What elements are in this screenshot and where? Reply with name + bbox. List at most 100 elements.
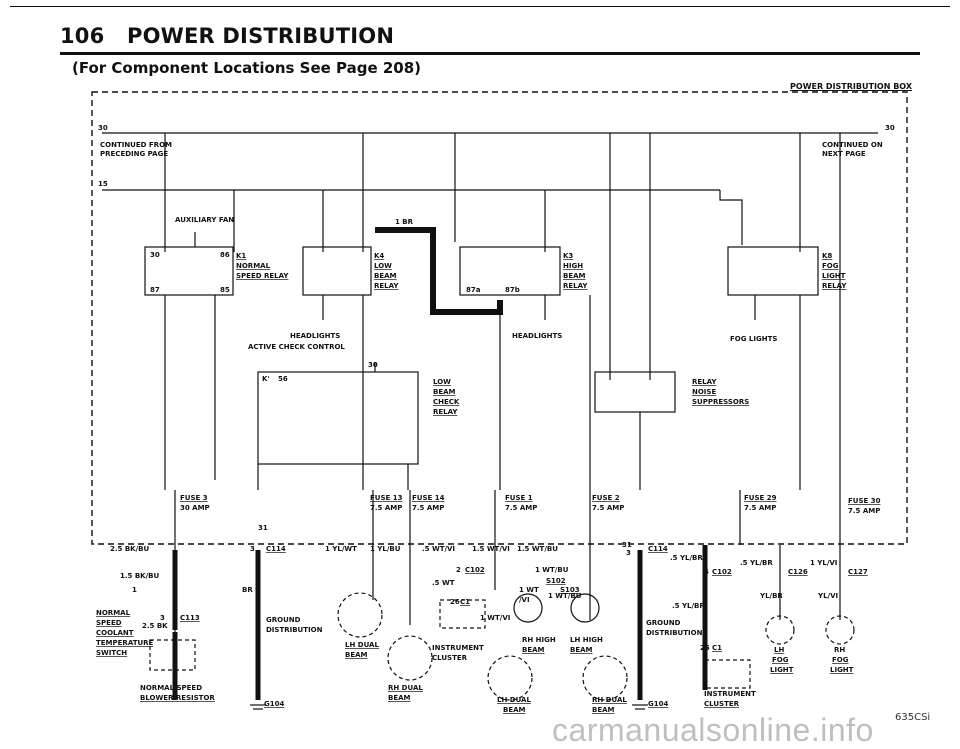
fuse-30-name: FUSE 30 (848, 497, 881, 505)
wc-wt-5: .5 WT (432, 579, 455, 587)
k3-2: HIGH (563, 262, 583, 270)
label-1br: 1 BR (395, 218, 414, 226)
wc-wt-vi-1: 1 WT/VI (480, 614, 510, 622)
wire-1br (375, 227, 503, 315)
wc-yl-vi-1: 1 YL/VI (810, 559, 837, 567)
wc-yl-bu: 1 YL/BU (370, 545, 401, 553)
k3-4: RELAY (563, 282, 588, 290)
k1-1: K1 (236, 252, 246, 260)
header-rule-thin (10, 6, 950, 7)
ground-dist-b2: DISTRIBUTION (646, 629, 703, 637)
conn-c127: C127 (848, 568, 868, 576)
rh-fog-1: RH (834, 646, 845, 654)
wc-vi-1: /VI (519, 596, 530, 604)
wc-yl-br-5b: .5 YL/BR (740, 559, 773, 567)
instrument-cluster-box-2 (439, 599, 486, 629)
fuse-1-amp: 7.5 AMP (505, 504, 537, 512)
continued-on-2: NEXT PAGE (822, 150, 866, 158)
wc-bk-bu-15: 1.5 BK/BU (120, 572, 159, 580)
fuse-2-name: FUSE 2 (592, 494, 620, 502)
label-w30-left: 30 (98, 124, 108, 132)
page-title: 106 POWER DISTRIBUTION (60, 24, 394, 48)
relay-k4 (302, 246, 372, 296)
k3-3: BEAM (563, 272, 586, 280)
lh-high-1: LH HIGH (570, 636, 603, 644)
sup-1: RELAY (692, 378, 717, 386)
pin-25: 25 (700, 644, 710, 652)
fuse-30-amp: 7.5 AMP (848, 507, 880, 515)
lh-dual-1: LH DUAL (345, 641, 379, 649)
lh-high-2: BEAM (570, 646, 593, 654)
power-distribution-box-label: POWER DISTRIBUTION BOX (790, 82, 912, 91)
conn-c102-a: C102 (465, 566, 485, 574)
relay-k3 (459, 246, 561, 296)
fuse-3-name: FUSE 3 (180, 494, 208, 502)
conn-s102: S102 (546, 577, 566, 585)
ground-dist-a1: GROUND (266, 616, 301, 624)
instrument-b2: CLUSTER (704, 700, 740, 708)
relay-low-beam-check (257, 371, 419, 465)
wc-yl-wt: 1 YL/WT (325, 545, 357, 553)
fuse-13-name: FUSE 13 (370, 494, 403, 502)
conn-c114-b: C114 (648, 545, 668, 553)
rh-high-1: RH HIGH (522, 636, 556, 644)
label-headlights-1: HEADLIGHTS (290, 332, 340, 340)
wc-wt-bu-15: 1.5 WT/BU (517, 545, 558, 553)
fuse-14-amp: 7.5 AMP (412, 504, 444, 512)
wc-br: BR (242, 586, 253, 594)
instrument-a2: CLUSTER (432, 654, 468, 662)
conn-c1-a: C1 (460, 598, 470, 606)
instrument-b1: INSTRUMENT (704, 690, 756, 698)
wc-yl-br-5a: .5 YL/BR (670, 554, 703, 562)
conn-c126: C126 (788, 568, 808, 576)
wc-wt-bu-1b: 1 WT/BU (548, 592, 582, 600)
pin-k3-87b: 87b (505, 286, 520, 294)
label-active-check: ACTIVE CHECK CONTROL (248, 343, 345, 351)
fuse-1-name: FUSE 1 (505, 494, 533, 502)
lh-dual-beam-lamp-2 (487, 655, 533, 701)
lh-dual-2: BEAM (345, 651, 368, 659)
k4-4: RELAY (374, 282, 399, 290)
distribution-box (91, 91, 908, 545)
fuse-13-amp: 7.5 AMP (370, 504, 402, 512)
conn-c102-b: C102 (712, 568, 732, 576)
lbc-1: LOW (433, 378, 451, 386)
lh-high-beam-lamp (570, 593, 600, 623)
pin-k1-85: 85 (220, 286, 230, 294)
wc-yl-vi: YL/VI (817, 592, 838, 600)
k4-3: BEAM (374, 272, 397, 280)
pin-4: 4 (704, 568, 709, 576)
pin-k1-30: 30 (150, 251, 160, 259)
rh-dual-b1: RH DUAL (592, 696, 627, 704)
rh-high-beam-lamp (513, 593, 543, 623)
k8-3: LIGHT (822, 272, 846, 280)
fuse-14-name: FUSE 14 (412, 494, 445, 502)
pin-3c: 3 (160, 614, 165, 622)
k8-2: FOG (822, 262, 839, 270)
fuse-29-name: FUSE 29 (744, 494, 777, 502)
label-w30-right: 30 (885, 124, 895, 132)
switch-3: COOLANT (96, 629, 134, 637)
lh-fog-2: FOG (772, 656, 789, 664)
ground-dist-b1: GROUND (646, 619, 681, 627)
wc-yl-br-5c: .5 YL/BR (672, 602, 705, 610)
lh-fog-3: LIGHT (770, 666, 794, 674)
k1-2: NORMAL (236, 262, 271, 270)
label-aux-fan: AUXILIARY FAN (175, 216, 234, 224)
relay-k8 (727, 246, 819, 296)
conn-s103: S103 (560, 586, 580, 594)
pin-1: 1 (132, 586, 137, 594)
wc-wt-vi-15: 1.5 WT/VI (472, 545, 510, 553)
lh-dual-beam-lamp (337, 592, 383, 638)
k4-2: LOW (374, 262, 392, 270)
wc-wt-bu-1a: 1 WT/BU (535, 566, 569, 574)
subtitle: (For Component Locations See Page 208) (72, 59, 422, 77)
label-w31-a: 31 (258, 524, 268, 532)
rh-dual-b2: BEAM (592, 706, 615, 714)
switch-2: SPEED (96, 619, 122, 627)
wc-wt-1: 1 WT (519, 586, 539, 594)
conn-c113: C113 (180, 614, 200, 622)
pin-k1-87: 87 (150, 286, 160, 294)
k8-4: RELAY (822, 282, 847, 290)
